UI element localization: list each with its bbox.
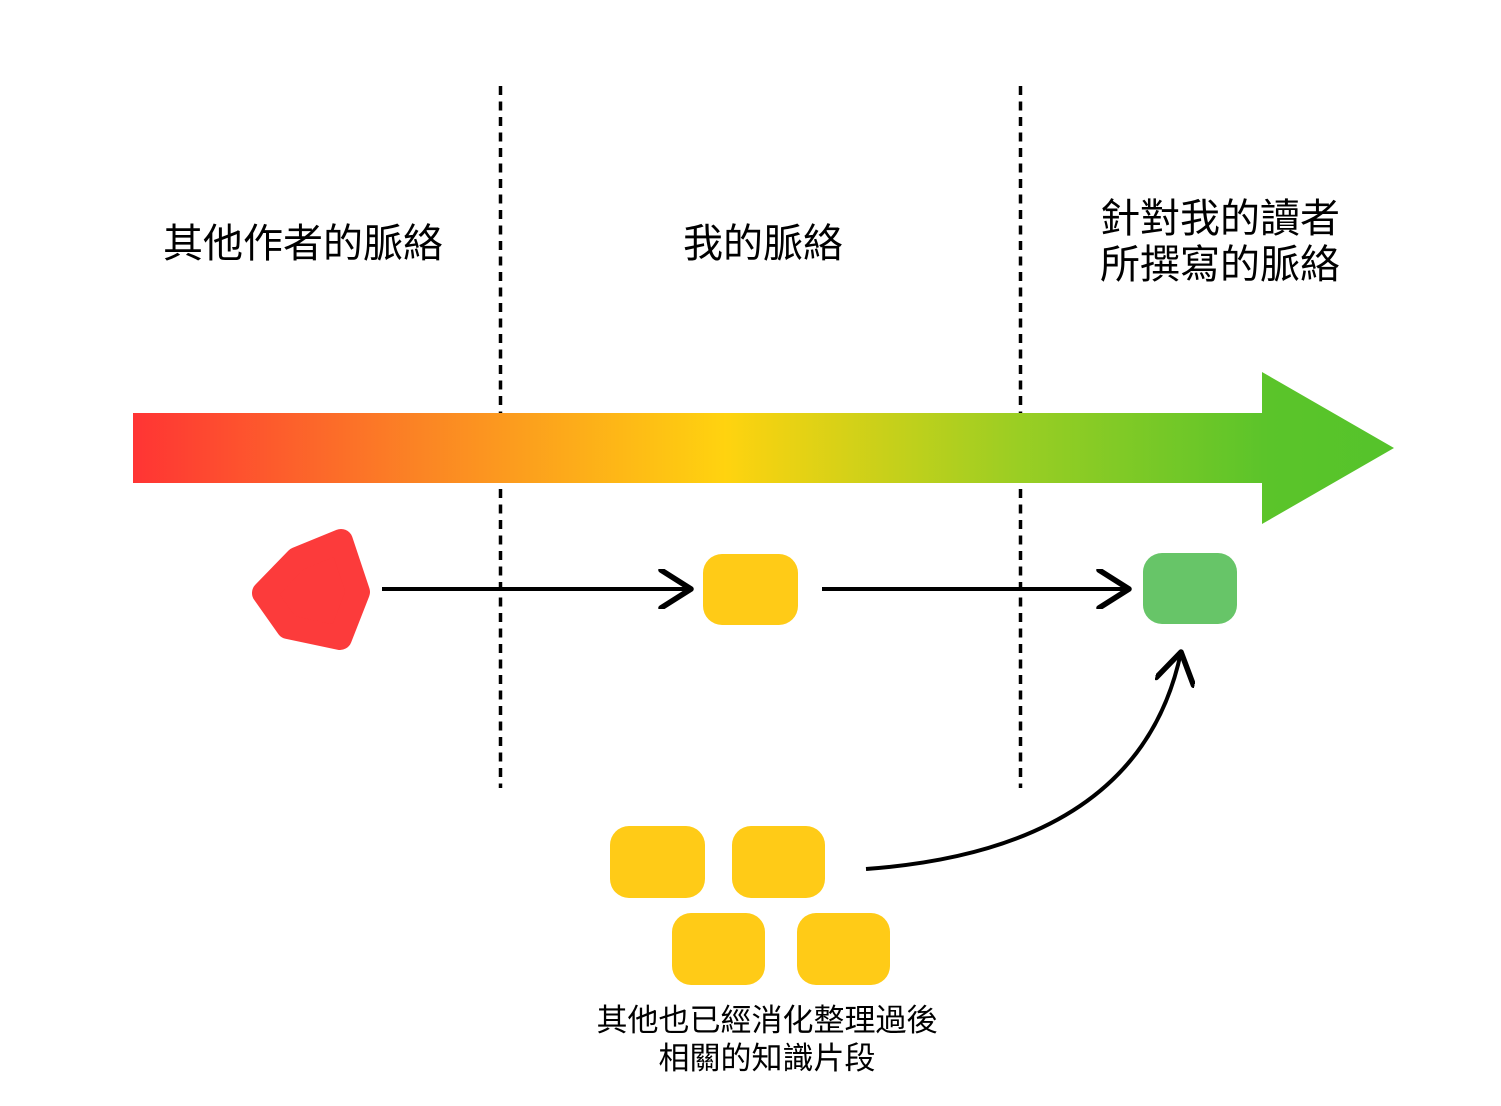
section-label-middle: 我的脈絡: [683, 222, 843, 266]
yellow-note-main: [703, 554, 798, 625]
gradient-timeline-arrow: [133, 372, 1394, 524]
yellow-note-cluster-1: [610, 826, 705, 898]
cluster-caption-line2: 相關的知識片段: [658, 1041, 876, 1076]
cluster-caption-line1: 其他也已經消化整理過後: [596, 1003, 938, 1038]
section-label-right-line1: 針對我的讀者: [1100, 197, 1340, 241]
section-label-left: 其他作者的脈絡: [163, 222, 443, 266]
section-label-right-line2: 所撰寫的脈絡: [1100, 243, 1340, 287]
green-note: [1143, 553, 1237, 624]
yellow-note-cluster-2: [732, 826, 825, 898]
curved-arrow-cluster-to-green: [865, 652, 1181, 871]
red-source-blob-icon: [252, 529, 370, 650]
yellow-note-cluster-4: [797, 913, 890, 985]
cluster-caption: 其他也已經消化整理過後 相關的知識片段: [517, 1002, 1017, 1078]
yellow-note-cluster-3: [672, 913, 765, 985]
section-label-right: 針對我的讀者 所撰寫的脈絡: [1020, 196, 1420, 288]
